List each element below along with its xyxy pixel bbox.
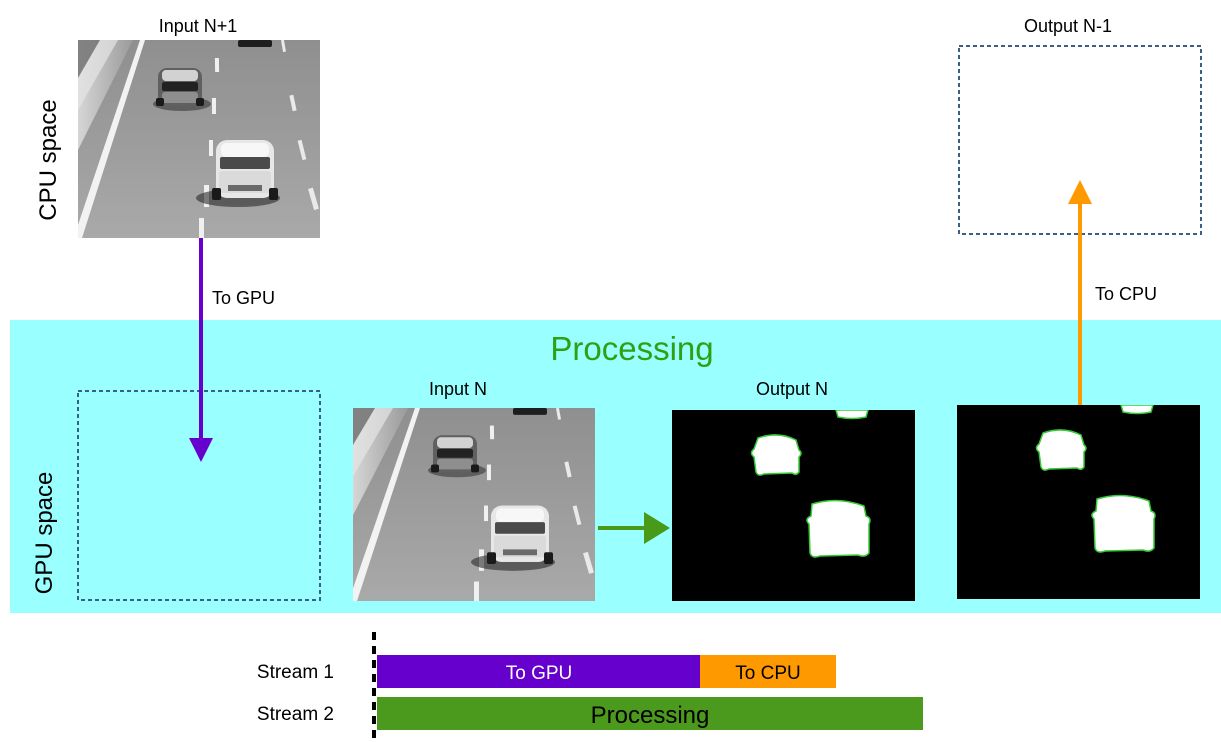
processing-title: Processing xyxy=(550,330,713,367)
processing-arrow xyxy=(598,512,670,544)
input-next-caption: Input N+1 xyxy=(159,16,238,36)
stream1-label: Stream 1 xyxy=(257,662,334,683)
cpu-space-label: CPU space xyxy=(35,99,62,220)
stream2-processing-label: Processing xyxy=(591,702,710,729)
input-next-image xyxy=(78,40,320,238)
stream1-to-cpu-label: To CPU xyxy=(735,663,800,684)
gpu-space-label: GPU space xyxy=(31,472,58,595)
stream1-to-cpu-bar xyxy=(700,655,836,688)
output-current-mask xyxy=(672,410,915,601)
output-prev-caption: Output N-1 xyxy=(1024,16,1112,36)
to-gpu-arrow xyxy=(189,238,213,462)
to-gpu-arrow-label: To GPU xyxy=(212,288,275,308)
output-current-caption: Output N xyxy=(756,379,828,399)
stream2-label: Stream 2 xyxy=(257,704,334,725)
output-prev-placeholder xyxy=(958,45,1202,235)
input-current-caption: Input N xyxy=(429,379,487,399)
to-cpu-arrow-label: To CPU xyxy=(1095,284,1157,304)
to-cpu-arrow xyxy=(1068,180,1092,405)
stream1-to-gpu-bar xyxy=(377,655,700,688)
output-prev-mask xyxy=(957,405,1200,600)
stream2-processing-bar xyxy=(377,697,923,730)
input-current-image xyxy=(353,408,595,601)
stream1-to-gpu-label: To GPU xyxy=(506,663,573,684)
